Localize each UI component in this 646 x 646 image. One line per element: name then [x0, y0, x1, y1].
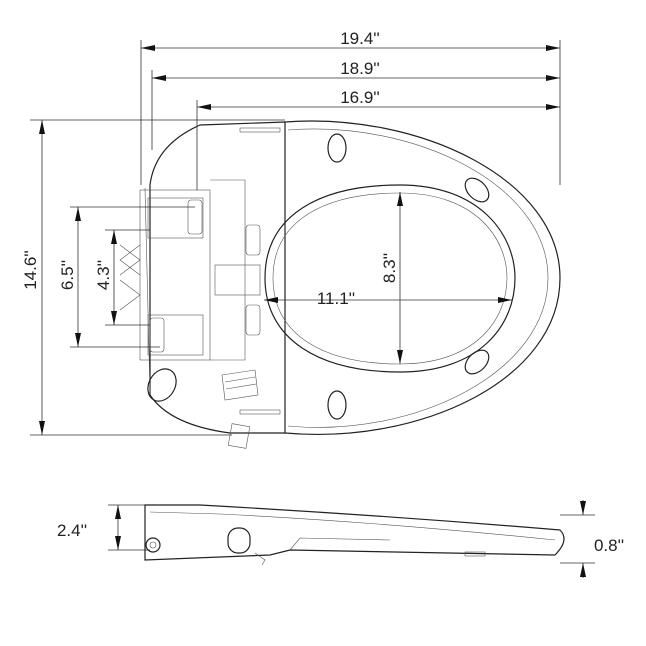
- label-mount-inner: 4.3'': [94, 260, 113, 290]
- label-opening-width: 8.3'': [380, 253, 399, 283]
- seat-side-view: [144, 504, 565, 566]
- label-rear-height: 2.4'': [57, 521, 87, 540]
- label-front-height: 0.8'': [594, 536, 624, 555]
- label-overall-length: 19.4'': [340, 29, 380, 48]
- dimension-lines: [39, 45, 586, 578]
- label-opening-length: 11.1'': [317, 289, 355, 308]
- label-mount-outer: 6.5'': [58, 260, 77, 290]
- label-overall-width: 14.6'': [21, 250, 40, 290]
- extension-lines: [30, 40, 595, 564]
- label-seat-length: 18.9'': [340, 59, 380, 78]
- label-front-length: 16.9'': [340, 88, 380, 107]
- seat-top-view: [119, 120, 561, 449]
